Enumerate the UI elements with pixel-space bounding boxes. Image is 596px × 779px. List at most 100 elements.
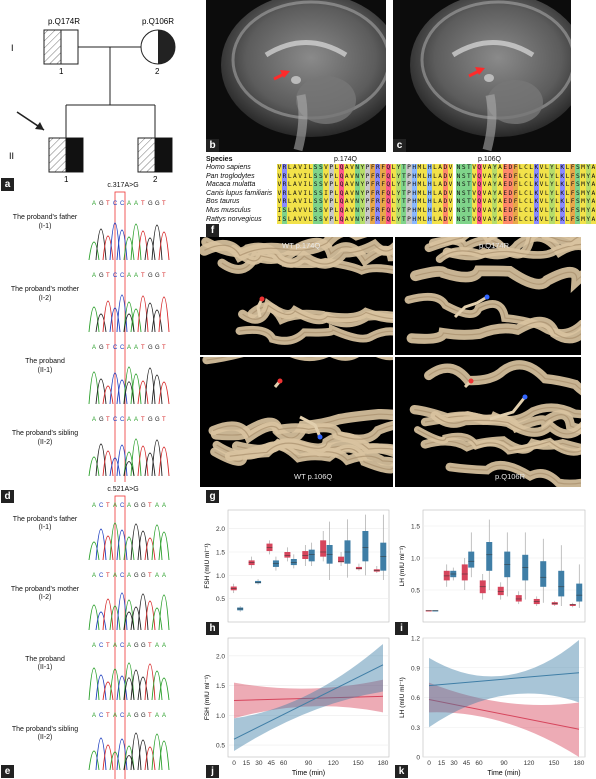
alignment-residue: A bbox=[437, 215, 443, 225]
alignment-residue: Y bbox=[359, 181, 365, 190]
alignment-residue: F bbox=[370, 189, 376, 199]
alignment-residue: Y bbox=[492, 172, 498, 182]
alignment-residue: A bbox=[497, 181, 503, 190]
alignment-residue: R bbox=[375, 172, 381, 182]
box-red-15 bbox=[443, 564, 450, 587]
base-call: C bbox=[113, 417, 118, 423]
base-call: C bbox=[99, 713, 104, 719]
alignment-residue: L bbox=[564, 206, 571, 216]
proband-arrow-icon bbox=[16, 111, 45, 131]
trace-person-code: (I-2) bbox=[38, 594, 52, 602]
alignment-residue: V bbox=[447, 181, 454, 190]
alignment-residue: Q bbox=[476, 198, 482, 207]
atom-marker bbox=[468, 378, 474, 384]
box-red-45 bbox=[284, 547, 291, 562]
x-axis-label: Time (min) bbox=[292, 770, 325, 777]
chromatogram-peak bbox=[130, 669, 142, 701]
alignment-residue: S bbox=[575, 215, 581, 225]
alignment-residue: D bbox=[507, 206, 513, 216]
alignment-residue: I bbox=[276, 215, 282, 225]
base-call: A bbox=[162, 573, 166, 579]
y-tick-label: 2.0 bbox=[216, 526, 225, 533]
alignment-residue: V bbox=[538, 198, 545, 207]
alignment-residue: V bbox=[297, 189, 303, 199]
alignment-residue: P bbox=[406, 172, 412, 182]
base-call: G bbox=[155, 273, 160, 279]
alignment-residue: V bbox=[447, 172, 454, 182]
alignment-residue: P bbox=[364, 172, 371, 182]
alignment-residue: M bbox=[416, 164, 422, 173]
species-name: Mus musculus bbox=[206, 206, 251, 214]
base-call: C bbox=[120, 273, 125, 279]
alignment-residue: I bbox=[276, 206, 282, 216]
alignment-residue: L bbox=[333, 181, 339, 190]
alignment-residue: N bbox=[455, 172, 462, 182]
alignment-residue: L bbox=[307, 198, 314, 207]
chromatogram-peak bbox=[109, 605, 121, 631]
base-call: T bbox=[106, 345, 110, 351]
alignment-residue: V bbox=[538, 189, 545, 199]
chromatogram-peak bbox=[137, 295, 149, 333]
alignment-residue: F bbox=[570, 164, 576, 173]
alignment-residue: N bbox=[455, 206, 462, 216]
alignment-residue: V bbox=[447, 164, 454, 173]
alignment-residue: V bbox=[276, 189, 282, 199]
base-call: A bbox=[155, 713, 159, 719]
alignment-residue: F bbox=[370, 215, 376, 225]
alignment-residue: A bbox=[590, 206, 596, 216]
alignment-residue: P bbox=[364, 164, 371, 173]
variant-highlight-box bbox=[114, 495, 126, 779]
sibling-symbol bbox=[137, 137, 173, 173]
alignment-residue: L bbox=[390, 181, 397, 190]
chromatogram-peak bbox=[130, 438, 142, 477]
alignment-residue: P bbox=[328, 189, 334, 199]
chromatogram-peak bbox=[158, 594, 170, 631]
x-tick-label: 120 bbox=[328, 760, 339, 767]
alignment-residue: P bbox=[364, 189, 371, 199]
box-red-30 bbox=[461, 558, 468, 590]
alignment-residue: V bbox=[447, 206, 454, 216]
alignment-residue: L bbox=[564, 172, 571, 182]
alignment-residue: S bbox=[575, 164, 581, 173]
y-tick-label: 1.0 bbox=[216, 573, 225, 580]
trace-person-title: The proband's mother bbox=[10, 585, 80, 593]
alignment-residue: H bbox=[411, 215, 417, 225]
chromatogram-peak bbox=[116, 675, 128, 701]
alignment-residue: R bbox=[281, 181, 288, 190]
alignment-residue: F bbox=[513, 164, 519, 173]
alignment-residue: Y bbox=[549, 189, 555, 199]
alignment-residue: Y bbox=[585, 206, 591, 216]
base-call: G bbox=[134, 573, 139, 579]
alignment-residue: V bbox=[481, 189, 488, 199]
alignment-residue: E bbox=[502, 215, 508, 225]
alignment-residue: S bbox=[313, 172, 319, 182]
chromatogram-peak bbox=[109, 668, 121, 701]
alignment-residue: Y bbox=[359, 172, 365, 182]
alignment-residue: N bbox=[455, 189, 462, 199]
alignment-residue: F bbox=[380, 181, 386, 190]
alignment-residue: Y bbox=[396, 215, 402, 225]
structure-label-wt-106: WT p.106Q bbox=[294, 472, 333, 481]
alignment-residue: V bbox=[323, 215, 329, 225]
chromatogram-peak bbox=[95, 528, 107, 561]
base-call: T bbox=[148, 573, 152, 579]
base-call: T bbox=[141, 417, 145, 423]
alignment-residue: L bbox=[518, 206, 524, 216]
alignment-residue: K bbox=[533, 215, 539, 225]
alignment-residue: A bbox=[437, 206, 443, 216]
alignment-residue: P bbox=[328, 181, 334, 190]
alignment-residue: Q bbox=[338, 198, 345, 207]
atom-marker bbox=[317, 434, 323, 440]
alignment-residue: L bbox=[307, 181, 314, 190]
alignment-residue: V bbox=[481, 206, 488, 216]
box-red-120 bbox=[533, 596, 540, 606]
alignment-residue: S bbox=[318, 181, 324, 190]
alignment-residue: S bbox=[281, 215, 288, 225]
alignment-residue: K bbox=[533, 206, 539, 216]
alignment-residue: V bbox=[276, 181, 282, 190]
alignment-residue: L bbox=[390, 189, 397, 199]
alignment-residue: T bbox=[466, 215, 472, 225]
